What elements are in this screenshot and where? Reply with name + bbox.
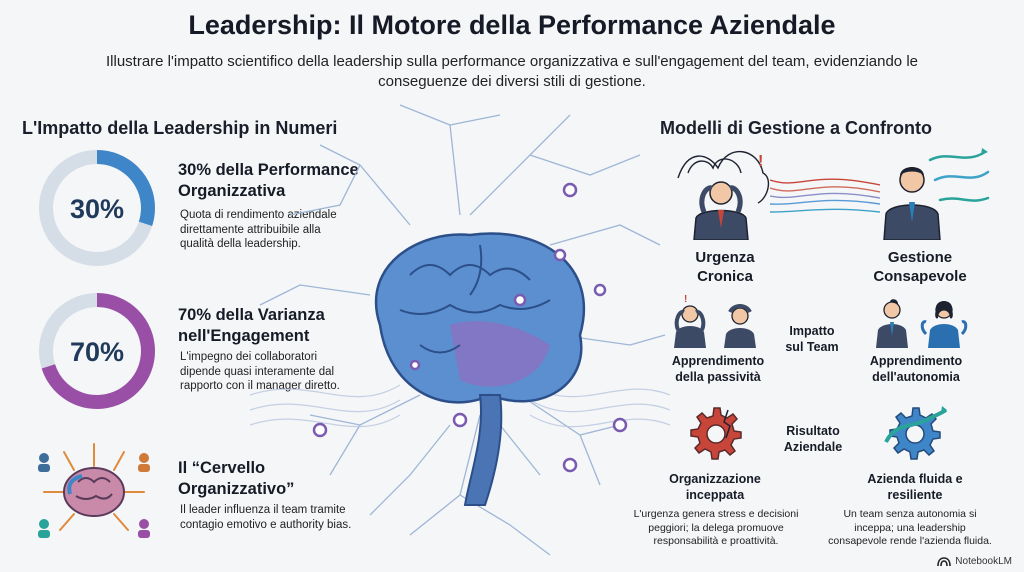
inceppata-label: Organizzazione inceppata: [650, 471, 780, 503]
brain-desc-line: contagio emotivo e authority bias.: [180, 518, 352, 531]
impatto-line: sul Team: [785, 340, 839, 354]
ring-value: 30%: [70, 194, 124, 224]
stat-title: 70% della Varianza nell'Engagement: [178, 305, 325, 347]
stat-desc-line: direttamente attribuibile alla: [180, 223, 321, 236]
stat-title: 30% della Performance Organizzativa: [178, 160, 359, 202]
fluida-line: Azienda fluida e: [867, 472, 963, 486]
note-line: L'urgenza genera stress e decisioni: [633, 508, 799, 520]
note-left: L'urgenza genera stress e decisioni pegg…: [624, 508, 808, 549]
right-section-heading: Modelli di Gestione a Confronto: [660, 118, 932, 138]
brain-title-line: Organizzativo”: [178, 480, 295, 498]
svg-text:!: !: [758, 153, 763, 170]
fluida-label: Azienda fluida e resiliente: [850, 471, 980, 503]
brain-highlight: [450, 321, 550, 387]
impatto-label: Impatto sul Team: [772, 323, 852, 355]
stat-desc-line: L'impegno dei collaboratori: [180, 351, 318, 363]
note-right: Un team senza autonomia si inceppa; una …: [820, 508, 1000, 549]
brain-desc-line: Il leader influenza il team tramite: [180, 504, 346, 516]
risultato-line: Risultato: [786, 424, 840, 438]
brand-logo: NotebookLM: [937, 556, 1012, 567]
neural-lines: [259, 104, 666, 556]
broken-gear-icon: [690, 407, 742, 460]
note-line: consapevole rende l'azienda fluida.: [828, 535, 992, 547]
impatto-line: Impatto: [789, 324, 835, 338]
fluida-line: resiliente: [887, 488, 943, 502]
gestione-line: Consapevole: [873, 268, 967, 285]
stat-desc-line: qualità della leadership.: [180, 238, 301, 250]
note-line: Un team senza autonomia si: [843, 508, 977, 520]
ring-progress: [39, 150, 155, 266]
fluid-gear-icon: [884, 406, 948, 460]
central-brain-illustration: [250, 104, 670, 556]
stat-title-line: nell'Engagement: [178, 327, 310, 345]
organizational-brain-icon: [38, 443, 150, 538]
brain-title-line: Il “Cervello: [178, 459, 266, 477]
stat-desc-line: rapporto con il manager diretto.: [180, 380, 340, 392]
calm-manager-icon: [883, 148, 990, 240]
left-section-heading: L'Impatto della Leadership in Numeri: [22, 118, 338, 138]
urgenza-label: Urgenza Cronica: [670, 248, 780, 286]
brand-name: NotebookLM: [955, 556, 1012, 567]
stat-title-line: Organizzativa: [178, 182, 286, 200]
brain-stem: [463, 394, 503, 506]
autonomia-label: Apprendimento dell'autonomia: [856, 353, 976, 385]
inceppata-line: Organizzazione: [669, 472, 761, 486]
passive-team-icon: !: [674, 294, 756, 348]
note-line: peggiori; la delega promuove: [648, 521, 784, 534]
autonomia-line: Apprendimento: [869, 354, 963, 368]
wave-lines: [250, 384, 670, 428]
notebooklm-icon: [937, 556, 952, 566]
gestione-label: Gestione Consapevole: [855, 248, 985, 286]
stat-title-line: 30% della Performance: [178, 161, 359, 179]
note-line: responsabilità e proattività.: [653, 535, 779, 547]
stat-description: Quota di rendimento aziendale direttamen…: [180, 208, 337, 252]
stat-title-line: 70% della Varianza: [178, 306, 325, 324]
passivita-line: della passività: [675, 370, 761, 384]
note-line: inceppa; una leadership: [854, 521, 966, 534]
passivita-label: Apprendimento della passività: [658, 353, 778, 385]
brain-description: Il leader influenza il team tramite cont…: [180, 503, 351, 532]
urgenza-line: Urgenza: [695, 249, 755, 266]
inceppata-line: inceppata: [685, 488, 745, 502]
autonomia-line: dell'autonomia: [872, 370, 960, 384]
ring-progress: [39, 293, 155, 409]
stat-description: L'impegno dei collaboratori dipende quas…: [180, 350, 340, 394]
risultato-line: Aziendale: [783, 440, 843, 454]
passivita-line: Apprendimento: [671, 354, 765, 368]
ring-chart-70: 70%: [39, 293, 155, 409]
ring-value: 70%: [70, 337, 124, 367]
gestione-line: Gestione: [887, 249, 953, 266]
page-title: Leadership: Il Motore della Performance …: [188, 10, 836, 40]
flow-lines: [770, 178, 880, 213]
urgenza-line: Cronica: [697, 268, 753, 285]
stat-desc-line: dipende quasi interamente dal: [180, 365, 335, 378]
stat-desc-line: Quota di rendimento aziendale: [180, 209, 337, 221]
autonomous-team-icon: [876, 299, 968, 348]
stressed-manager-icon: !: [677, 151, 770, 240]
brain-title: Il “Cervello Organizzativo”: [178, 458, 294, 500]
risultato-label: Risultato Aziendale: [770, 423, 856, 455]
svg-text:!: !: [684, 294, 687, 305]
page-subtitle: Illustrare l'impatto scientifico della l…: [105, 53, 918, 90]
ring-chart-30: 30%: [39, 150, 155, 266]
